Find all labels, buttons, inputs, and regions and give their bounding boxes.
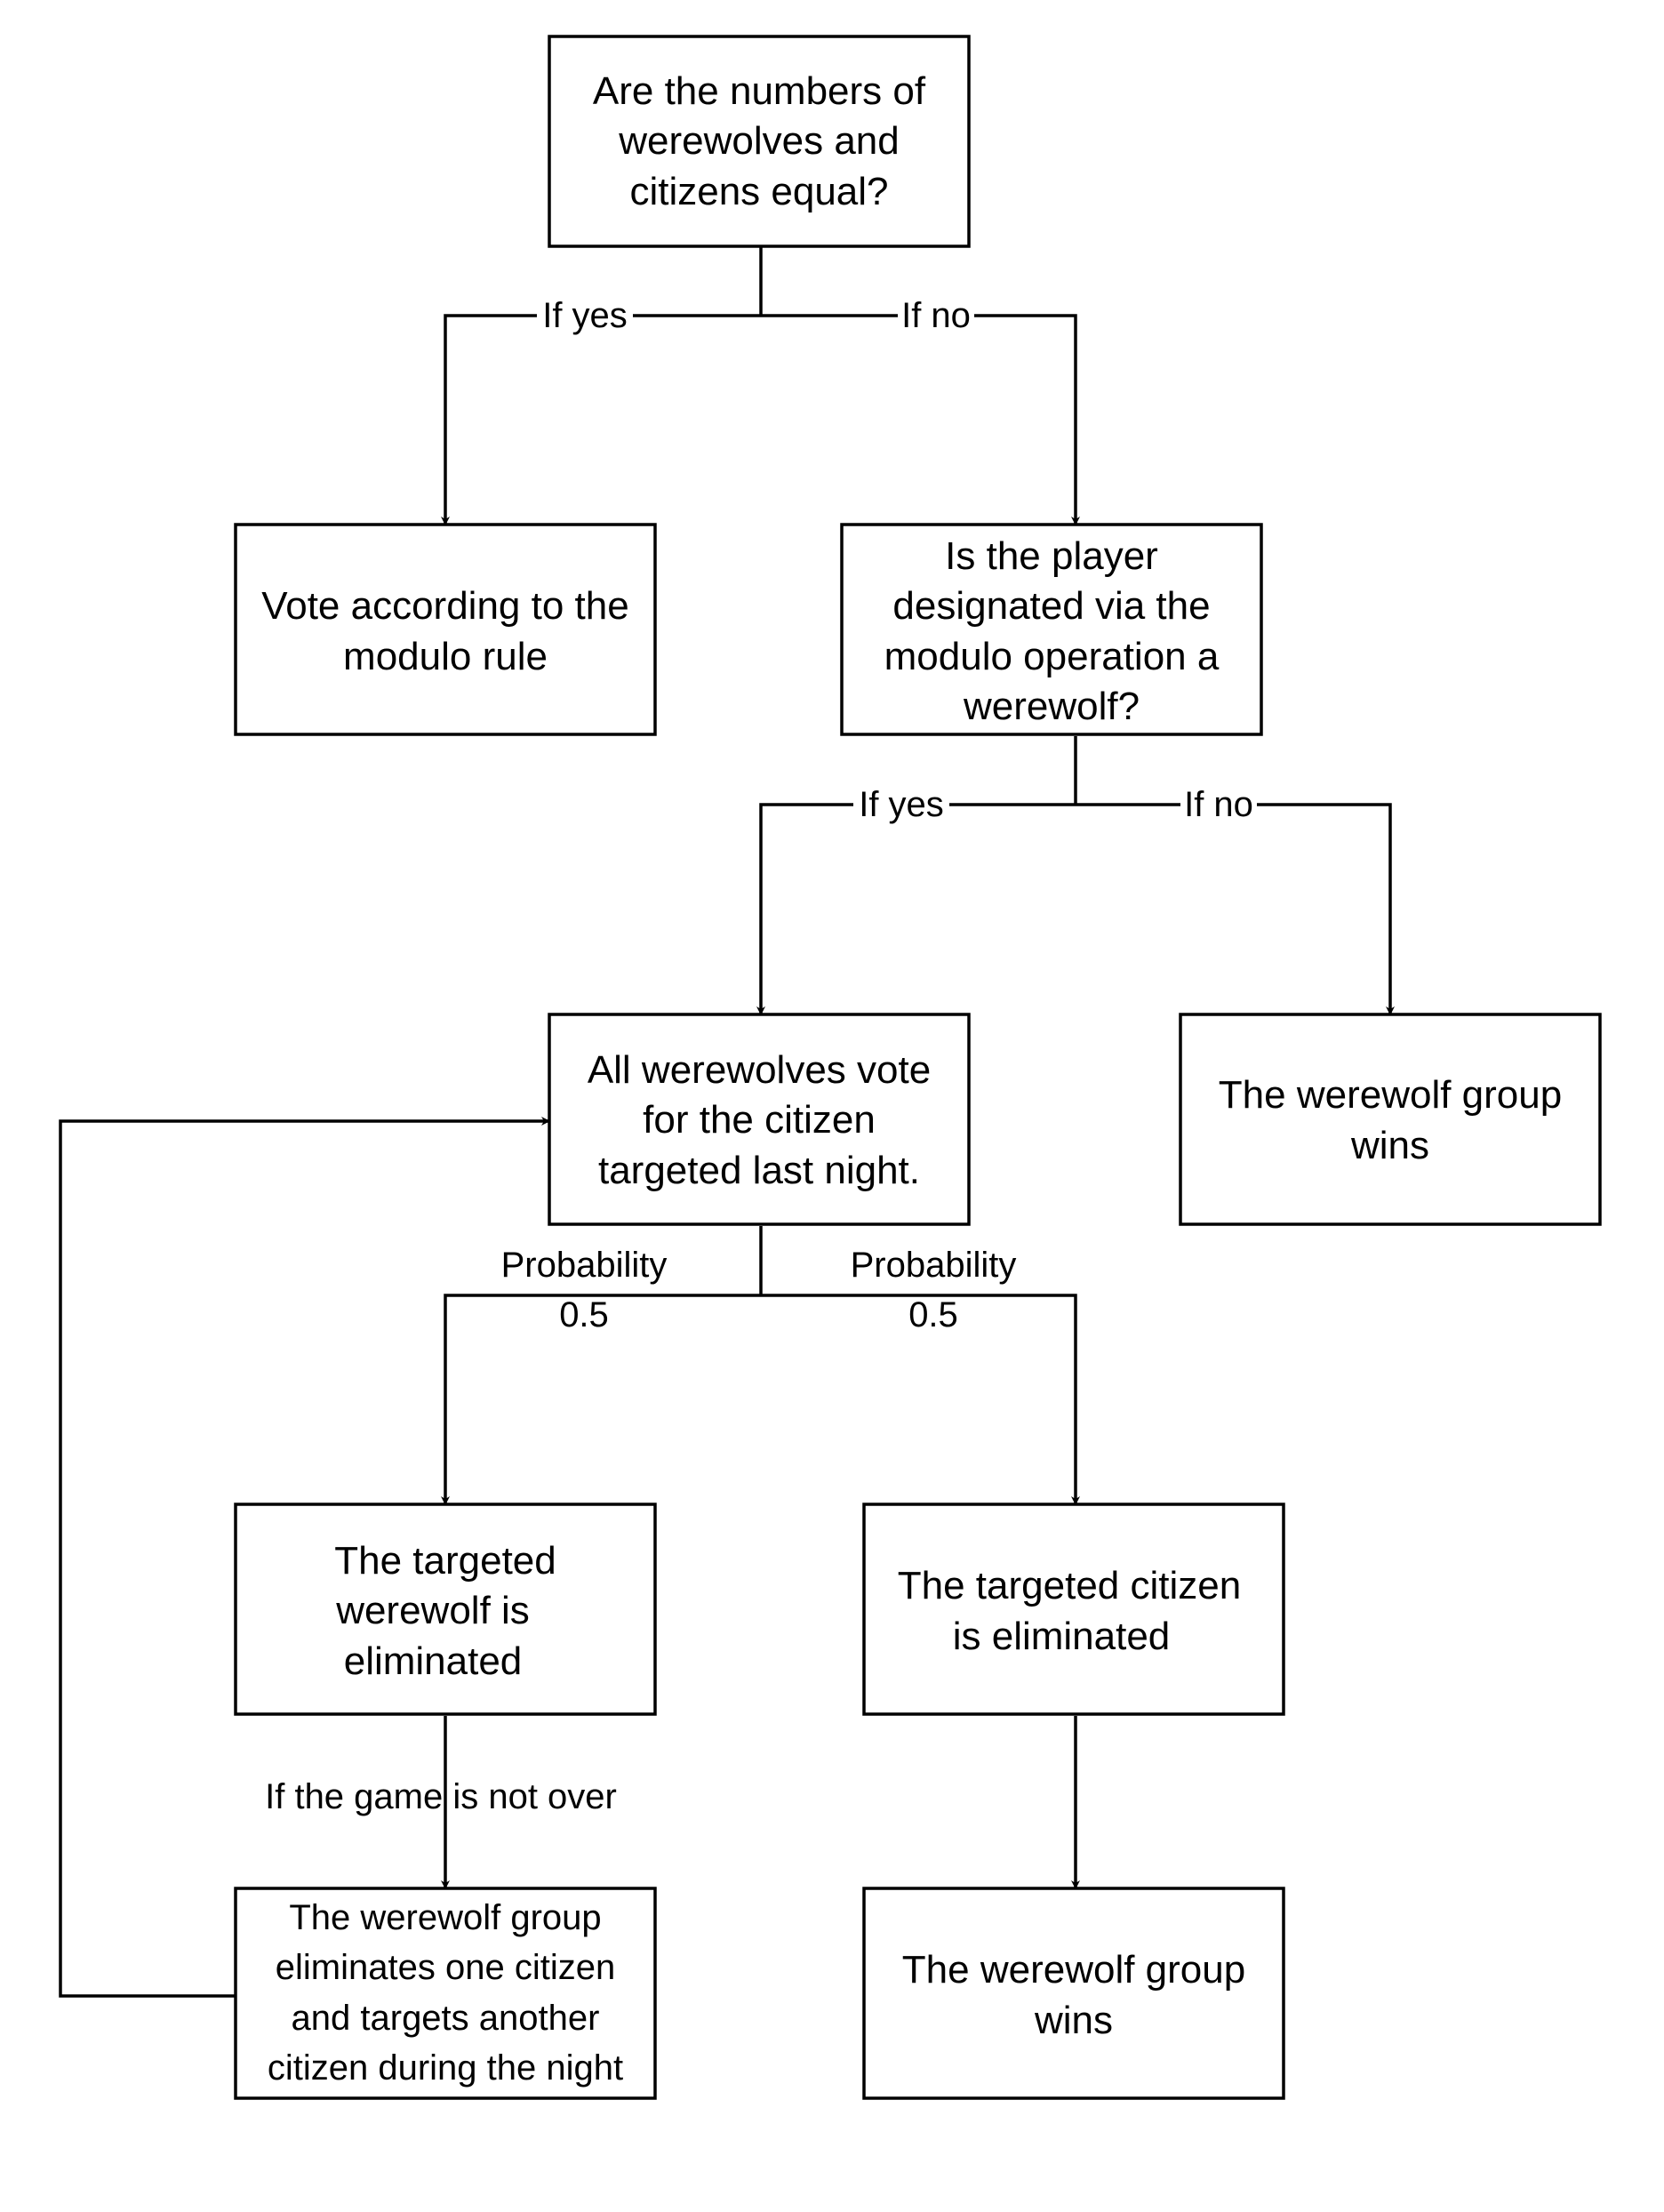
edge-vote-to-werewolf-eliminated [441, 1294, 761, 1505]
node-designated-question: Is the player designated via the modulo … [840, 523, 1263, 736]
svg-text:for the citizen: for the citizen [643, 1098, 876, 1142]
edge-label-probability-right: Probability 0.5 [851, 1246, 1017, 1334]
svg-text:The targeted: The targeted [334, 1539, 556, 1583]
svg-text:and targets another: and targets another [292, 1999, 600, 2038]
svg-text:Vote according to the: Vote according to the [261, 584, 628, 628]
svg-text:Are the numbers of: Are the numbers of [593, 69, 926, 113]
svg-text:All werewolves vote: All werewolves vote [588, 1048, 931, 1092]
svg-text:werewolf?: werewolf? [963, 685, 1140, 728]
svg-text:0.5: 0.5 [908, 1295, 958, 1334]
edge-label-if-yes-2: If yes [853, 782, 949, 825]
svg-text:wins: wins [1350, 1124, 1429, 1167]
svg-text:The werewolf group: The werewolf group [289, 1898, 601, 1937]
svg-text:If yes: If yes [859, 785, 944, 824]
svg-text:Is the player: Is the player [945, 534, 1158, 578]
svg-text:wins: wins [1034, 1999, 1113, 2042]
edge-equal-to-designated [761, 314, 1080, 525]
node-night-action: The werewolf group eliminates one citize… [234, 1887, 657, 2100]
edge-equal-to-vote-modulo [441, 314, 761, 525]
svg-text:targeted last night.: targeted last night. [598, 1149, 920, 1192]
node-equal-question: Are the numbers of werewolves and citize… [548, 35, 971, 248]
edge-designated-to-wins [1076, 803, 1395, 1015]
svg-text:modulo rule: modulo rule [343, 635, 548, 678]
svg-text:Probability: Probability [851, 1246, 1017, 1285]
svg-text:modulo operation a: modulo operation a [884, 635, 1220, 678]
edge-label-if-no-1: If no [898, 293, 974, 336]
svg-text:citizens equal?: citizens equal? [629, 170, 888, 213]
node-werewolf-wins-right: The werewolf group wins [1179, 1013, 1602, 1226]
svg-text:If the game is not over: If the game is not over [265, 1777, 617, 1816]
svg-text:If yes: If yes [542, 296, 628, 335]
edge-designated-to-vote [756, 803, 1076, 1015]
svg-text:werewolf is: werewolf is [335, 1589, 530, 1632]
svg-text:If no: If no [901, 296, 971, 335]
svg-text:The werewolf group: The werewolf group [1219, 1073, 1562, 1117]
edge-label-game-not-over: If the game is not over [265, 1777, 617, 1816]
node-werewolves-vote: All werewolves vote for the citizen targ… [548, 1013, 971, 1226]
edge-label-if-yes-1: If yes [537, 293, 633, 336]
node-citizen-eliminated: The targeted citizen is eliminated [862, 1503, 1285, 1716]
node-vote-modulo: Vote according to the modulo rule [234, 523, 657, 736]
edge-label-probability-left: Probability 0.5 [501, 1246, 668, 1334]
svg-text:eliminated: eliminated [344, 1639, 523, 1683]
svg-text:citizen during the night: citizen during the night [268, 2048, 623, 2088]
svg-text:The targeted citizen: The targeted citizen [898, 1564, 1241, 1607]
edge-night-loop-back [59, 1117, 550, 1998]
svg-text:If no: If no [1184, 785, 1253, 824]
node-werewolf-eliminated: The targeted werewolf is eliminated [234, 1503, 657, 1716]
svg-text:eliminates one citizen: eliminates one citizen [276, 1948, 615, 1987]
svg-text:0.5: 0.5 [559, 1295, 609, 1334]
svg-text:werewolves and: werewolves and [618, 119, 900, 163]
edge-label-if-no-2: If no [1180, 782, 1257, 825]
node-werewolf-wins-bottom: The werewolf group wins [862, 1887, 1285, 2100]
svg-text:The werewolf group: The werewolf group [902, 1948, 1245, 1992]
svg-text:Probability: Probability [501, 1246, 668, 1285]
svg-text:is eliminated: is eliminated [953, 1615, 1171, 1658]
edge-vote-to-citizen-eliminated [761, 1294, 1080, 1505]
svg-text:designated via the: designated via the [892, 584, 1210, 628]
